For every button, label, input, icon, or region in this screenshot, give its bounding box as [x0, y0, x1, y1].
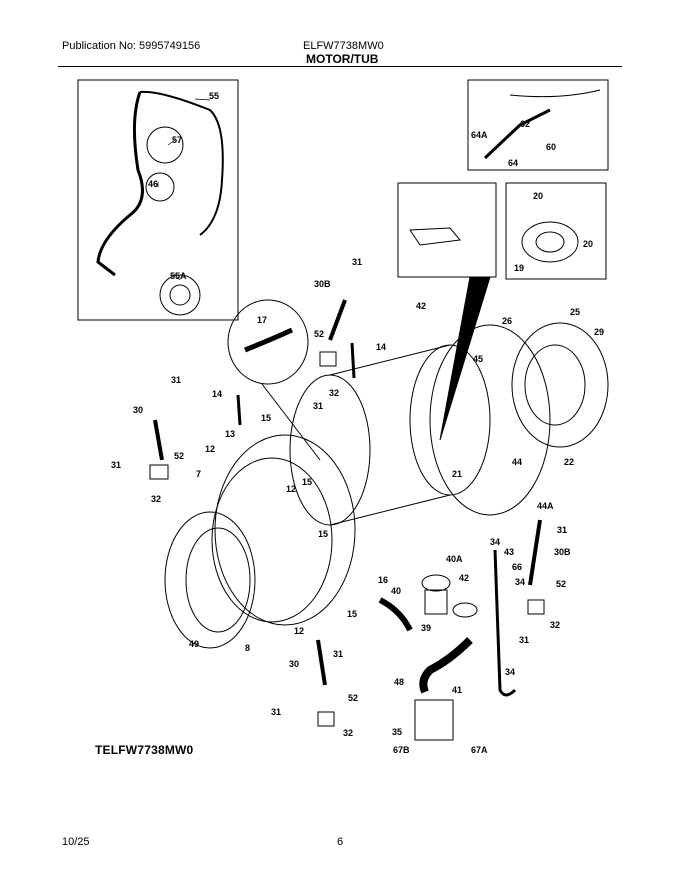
callout-16: 16: [378, 575, 389, 585]
callout-15b: 15: [302, 477, 313, 487]
drain-pump-35: [414, 699, 454, 741]
callout-46: 46: [148, 179, 159, 189]
callout-15d: 15: [347, 609, 358, 619]
callout-20a: 20: [533, 191, 544, 201]
callout-52c: 52: [556, 579, 567, 589]
callout-25: 25: [570, 307, 581, 317]
model-number: ELFW7738MW0: [303, 40, 384, 52]
motor-inset-box: [505, 182, 607, 280]
section-title: MOTOR/TUB: [306, 52, 379, 66]
heater-inset-box: [467, 79, 609, 171]
callout-17: 17: [257, 315, 268, 325]
callout-31f: 31: [519, 635, 530, 645]
callout-52b: 52: [174, 451, 185, 461]
callout-12c: 12: [294, 626, 305, 636]
callout-64: 64: [508, 158, 519, 168]
callout-32c: 32: [550, 620, 561, 630]
callout-64A: 64A: [471, 130, 488, 140]
callout-30b: 30: [289, 659, 300, 669]
callout-34c: 34: [505, 667, 516, 677]
footer-date: 10/25: [62, 836, 90, 848]
callout-31b: 31: [313, 401, 324, 411]
callout-67A: 67A: [471, 745, 488, 755]
callout-42b: 42: [459, 573, 470, 583]
callout-7: 7: [196, 469, 202, 479]
part-57-circle: [146, 126, 184, 164]
callout-34a: 34: [490, 537, 501, 547]
callout-55: 55: [209, 91, 220, 101]
footer-page: 6: [337, 836, 344, 848]
callout-31e: 31: [557, 525, 568, 535]
callout-31d: 31: [111, 460, 122, 470]
callout-48: 48: [394, 677, 405, 687]
part-55A-circle: [159, 274, 201, 316]
callout-44A: 44A: [537, 501, 554, 511]
callout-62: 62: [520, 119, 531, 129]
callout-40A: 40A: [446, 554, 463, 564]
callout-57: 57: [172, 135, 183, 145]
callout-45: 45: [473, 354, 484, 364]
callout-30Bb: 30B: [554, 547, 571, 557]
callout-29: 29: [594, 327, 605, 337]
callout-43: 43: [504, 547, 515, 557]
callout-35: 35: [392, 727, 403, 737]
callout-31g: 31: [333, 649, 344, 659]
callout-32b: 32: [151, 494, 162, 504]
callout-40: 40: [391, 586, 402, 596]
model-tag: TELFW7738MW0: [95, 743, 194, 757]
callout-13: 13: [225, 429, 236, 439]
callout-39: 39: [421, 623, 432, 633]
boot-seal: [164, 511, 256, 649]
callout-52a: 52: [314, 329, 325, 339]
callout-21: 21: [452, 469, 463, 479]
callout-41: 41: [452, 685, 463, 695]
hose-inset-box: [77, 79, 239, 321]
publication-number: Publication No: 5995749156: [62, 40, 201, 52]
part-17-oval: [227, 299, 309, 385]
callout-34b: 34: [515, 577, 526, 587]
hose-55: [96, 91, 144, 277]
callout-42a: 42: [416, 301, 427, 311]
callout-19: 19: [514, 263, 525, 273]
callout-66: 66: [512, 562, 523, 572]
callout-31h: 31: [271, 707, 282, 717]
callout-55A: 55A: [170, 271, 187, 281]
callout-31c: 31: [171, 375, 182, 385]
callout-15a: 15: [261, 413, 272, 423]
callout-67B: 67B: [393, 745, 410, 755]
detail-inset-box: [397, 182, 497, 278]
callout-44: 44: [512, 457, 523, 467]
callout-31a: 31: [352, 257, 363, 267]
pulley-25: [511, 322, 609, 448]
callout-12b: 12: [286, 484, 297, 494]
header-rule: [58, 66, 622, 67]
callout-52d: 52: [348, 693, 359, 703]
part-46-circle: [145, 172, 175, 202]
callout-14b: 14: [212, 389, 223, 399]
callout-14a: 14: [376, 342, 387, 352]
callout-30a: 30: [133, 405, 144, 415]
callout-22: 22: [564, 457, 575, 467]
callout-20b: 20: [583, 239, 594, 249]
callout-26: 26: [502, 316, 513, 326]
callout-30Ba: 30B: [314, 279, 331, 289]
callout-12a: 12: [205, 444, 216, 454]
callout-32a: 32: [329, 388, 340, 398]
callout-15c: 15: [318, 529, 329, 539]
callout-8: 8: [245, 643, 251, 653]
callout-60: 60: [546, 142, 557, 152]
callout-32d: 32: [343, 728, 354, 738]
callout-49: 49: [189, 639, 200, 649]
